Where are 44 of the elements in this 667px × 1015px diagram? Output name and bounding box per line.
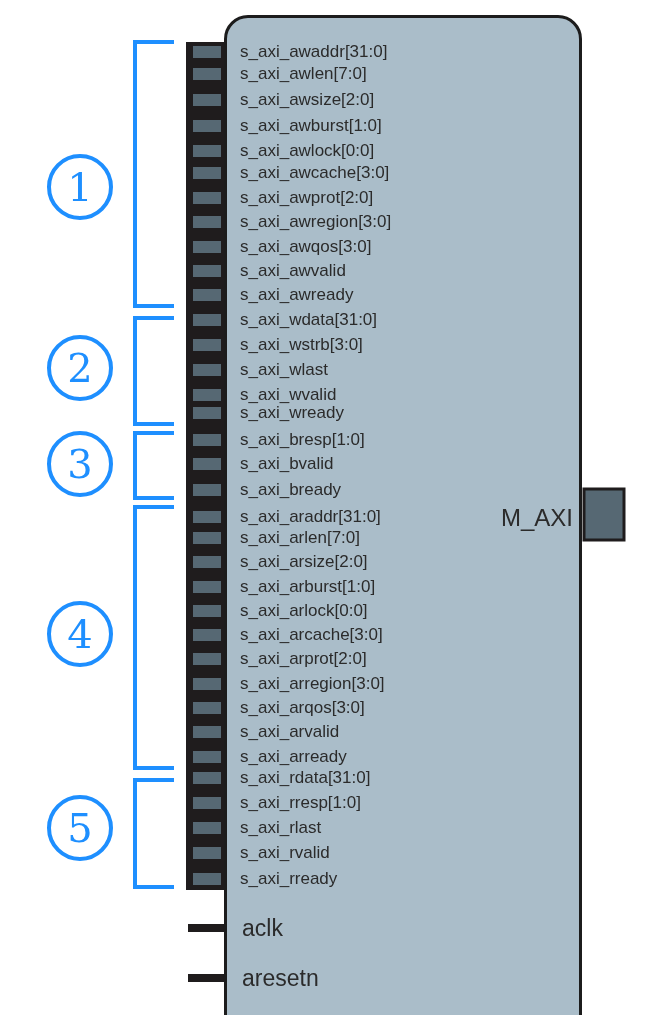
port-label: s_axi_araddr[31:0]: [240, 507, 381, 527]
port-label: s_axi_arregion[3:0]: [240, 674, 385, 694]
port-label: s_axi_arsize[2:0]: [240, 552, 368, 572]
port-label: s_axi_wdata[31:0]: [240, 310, 378, 330]
callout-circle: 1: [47, 154, 113, 220]
port-label: s_axi_arcache[3:0]: [240, 625, 383, 645]
port-label: s_axi_awsize[2:0]: [240, 90, 375, 110]
port-label: s_axi_rdata[31:0]: [240, 768, 371, 788]
port-label: s_axi_arburst[1:0]: [240, 577, 376, 597]
port-label: s_axi_rvalid: [240, 843, 330, 863]
port-label: s_axi_awlock[0:0]: [240, 141, 375, 161]
port-label: s_axi_wready: [240, 403, 344, 423]
port-label: s_axi_awcache[3:0]: [240, 163, 390, 183]
port-label: s_axi_rresp[1:0]: [240, 793, 361, 813]
callout-circle: 3: [47, 431, 113, 497]
port-label: s_axi_arlen[7:0]: [240, 528, 361, 548]
port-label: s_axi_awqos[3:0]: [240, 237, 372, 257]
port-label: s_axi_arlock[0:0]: [240, 601, 368, 621]
port-label: s_axi_awburst[1:0]: [240, 116, 382, 136]
port-label: s_axi_awaddr[31:0]: [240, 42, 388, 62]
port-label: s_axi_bready: [240, 480, 342, 500]
port-label: s_axi_arprot[2:0]: [240, 649, 367, 669]
port-label: s_axi_awregion[3:0]: [240, 212, 392, 232]
ip-block: [224, 15, 582, 1015]
callout-circle: 4: [47, 601, 113, 667]
port-label: s_axi_rlast: [240, 818, 322, 838]
port-label: s_axi_wvalid: [240, 385, 337, 405]
port-label: aclk: [242, 914, 283, 942]
port-label: s_axi_wstrb[3:0]: [240, 335, 363, 355]
port-label: s_axi_arready: [240, 747, 347, 767]
port-label: s_axi_awprot[2:0]: [240, 188, 374, 208]
interface-label: M_AXI: [500, 504, 573, 532]
callout-circle: 5: [47, 795, 113, 861]
port-label: s_axi_awlen[7:0]: [240, 64, 367, 84]
port-label: s_axi_bresp[1:0]: [240, 430, 365, 450]
port-label: s_axi_awready: [240, 285, 354, 305]
port-label: s_axi_arvalid: [240, 722, 340, 742]
port-label: s_axi_awvalid: [240, 261, 346, 281]
callout-circle: 2: [47, 335, 113, 401]
port-label: aresetn: [242, 964, 319, 992]
port-label: s_axi_arqos[3:0]: [240, 698, 365, 718]
port-label: s_axi_wlast: [240, 360, 328, 380]
port-label: s_axi_bvalid: [240, 454, 334, 474]
port-label: s_axi_rready: [240, 869, 338, 889]
